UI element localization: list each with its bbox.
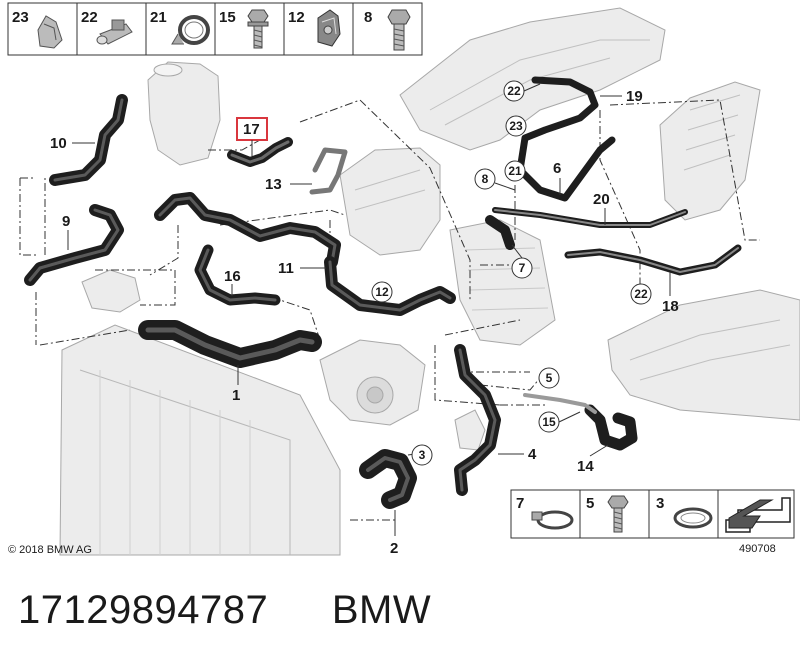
electric-coolant-pump xyxy=(81,269,141,313)
callout-22-circle-top: 22 xyxy=(503,80,541,102)
callout-19: 19 xyxy=(626,88,643,105)
callout-7-circle: 7 xyxy=(511,244,533,279)
hose-18 xyxy=(564,244,742,276)
callout-16: 16 xyxy=(224,268,241,285)
callout-8-circle: 8 xyxy=(474,168,516,191)
hose-15-pipe xyxy=(523,393,597,414)
parts-strip-cell: 8 xyxy=(364,9,411,51)
callout-15-circle: 15 xyxy=(538,411,581,433)
cylinder-head-lower xyxy=(607,289,800,421)
callout-4: 4 xyxy=(528,446,537,463)
intercooler xyxy=(659,81,761,221)
parts-strip-cell: 12 xyxy=(288,9,341,47)
legend-number: 3 xyxy=(656,495,664,512)
brand-name: BMW xyxy=(331,588,432,632)
part-number-label: 8 xyxy=(364,9,372,26)
legend-number: 7 xyxy=(516,495,524,512)
callout-14: 14 xyxy=(577,458,594,475)
callout-2: 2 xyxy=(390,540,398,557)
callout-21-circle: 21 xyxy=(504,160,526,182)
callout-18: 18 xyxy=(662,298,679,315)
callouts: 10 9 17 13 16 11 1 12 22 23 xyxy=(50,80,679,557)
parts-strip-cell: 23 xyxy=(12,9,63,49)
coolant-reservoir-bracket xyxy=(454,409,486,451)
legend-cell: 7 xyxy=(516,495,574,530)
parts-strip-cell: 15 xyxy=(219,9,269,49)
hose-14 xyxy=(584,404,638,451)
callout-22-circle-bottom: 22 xyxy=(630,283,652,305)
hex-bolt-icon xyxy=(387,9,411,51)
part-number: 17129894787 xyxy=(18,588,269,632)
part-footer: 17129894787 BMW xyxy=(18,588,431,633)
expansion-tank xyxy=(147,61,221,166)
hex-flange-bolt-icon xyxy=(247,9,269,49)
legend-box: 7 5 3 xyxy=(510,489,795,539)
callout-23-circle: 23 xyxy=(505,115,527,137)
callout-20: 20 xyxy=(593,191,610,208)
parts-strip: 23 22 21 15 xyxy=(7,2,423,56)
callout-5: 5 xyxy=(546,371,553,385)
callout-5-circle: 5 xyxy=(538,367,560,389)
callout-7: 7 xyxy=(519,261,526,275)
part-number-label: 12 xyxy=(288,9,305,26)
copyright-text: © 2018 BMW AG xyxy=(8,544,92,556)
hose-clip-icon xyxy=(37,15,63,49)
band-clamp-icon xyxy=(673,507,713,529)
callout-3: 3 xyxy=(419,448,426,462)
callout-11: 11 xyxy=(278,260,294,277)
hoses xyxy=(24,76,742,509)
leader-lines xyxy=(19,99,760,521)
callout-10: 10 xyxy=(50,135,67,152)
hose-7 xyxy=(485,215,515,250)
callout-22: 22 xyxy=(507,84,521,98)
parts-strip-cell: 22 xyxy=(81,9,133,45)
legend-cell: 5 xyxy=(586,495,629,533)
screw-icon xyxy=(607,495,629,533)
arrow-symbol-icon xyxy=(725,497,791,533)
hose-6 xyxy=(516,76,616,202)
callout-22: 22 xyxy=(634,287,648,301)
callout-6: 6 xyxy=(553,160,561,177)
callout-1: 1 xyxy=(232,387,240,404)
callout-3-circle: 3 xyxy=(411,444,433,466)
callout-12: 12 xyxy=(375,285,389,299)
parts-strip-cell: 21 xyxy=(150,9,210,45)
diagram-id: 490708 xyxy=(739,543,776,555)
heat-exchanger xyxy=(449,219,556,346)
callout-17: 17 xyxy=(243,121,260,138)
legend-number: 5 xyxy=(586,495,594,512)
spring-band-clamp-icon xyxy=(171,15,210,45)
radiator xyxy=(59,324,341,556)
engine-components-background xyxy=(59,7,800,556)
water-pump-housing xyxy=(339,147,441,256)
callout-23: 23 xyxy=(509,119,523,133)
part-number-label: 21 xyxy=(150,9,167,26)
legend-cell: 3 xyxy=(656,495,713,529)
hose-connector-icon xyxy=(96,19,133,45)
part-number-label: 23 xyxy=(12,9,29,26)
hose-clamp-icon xyxy=(531,510,574,530)
callout-13: 13 xyxy=(265,176,282,193)
callout-8: 8 xyxy=(482,172,489,186)
callout-21: 21 xyxy=(508,164,522,178)
bracket-13 xyxy=(309,147,348,195)
callout-9: 9 xyxy=(62,213,70,230)
part-number-label: 15 xyxy=(219,9,236,26)
callout-12-circle: 12 xyxy=(371,281,393,303)
callout-15: 15 xyxy=(542,415,556,429)
part-number-label: 22 xyxy=(81,9,98,26)
holder-clip-icon xyxy=(317,9,341,47)
callout-17-highlight: 17 xyxy=(236,117,268,156)
hose-9 xyxy=(24,204,124,286)
